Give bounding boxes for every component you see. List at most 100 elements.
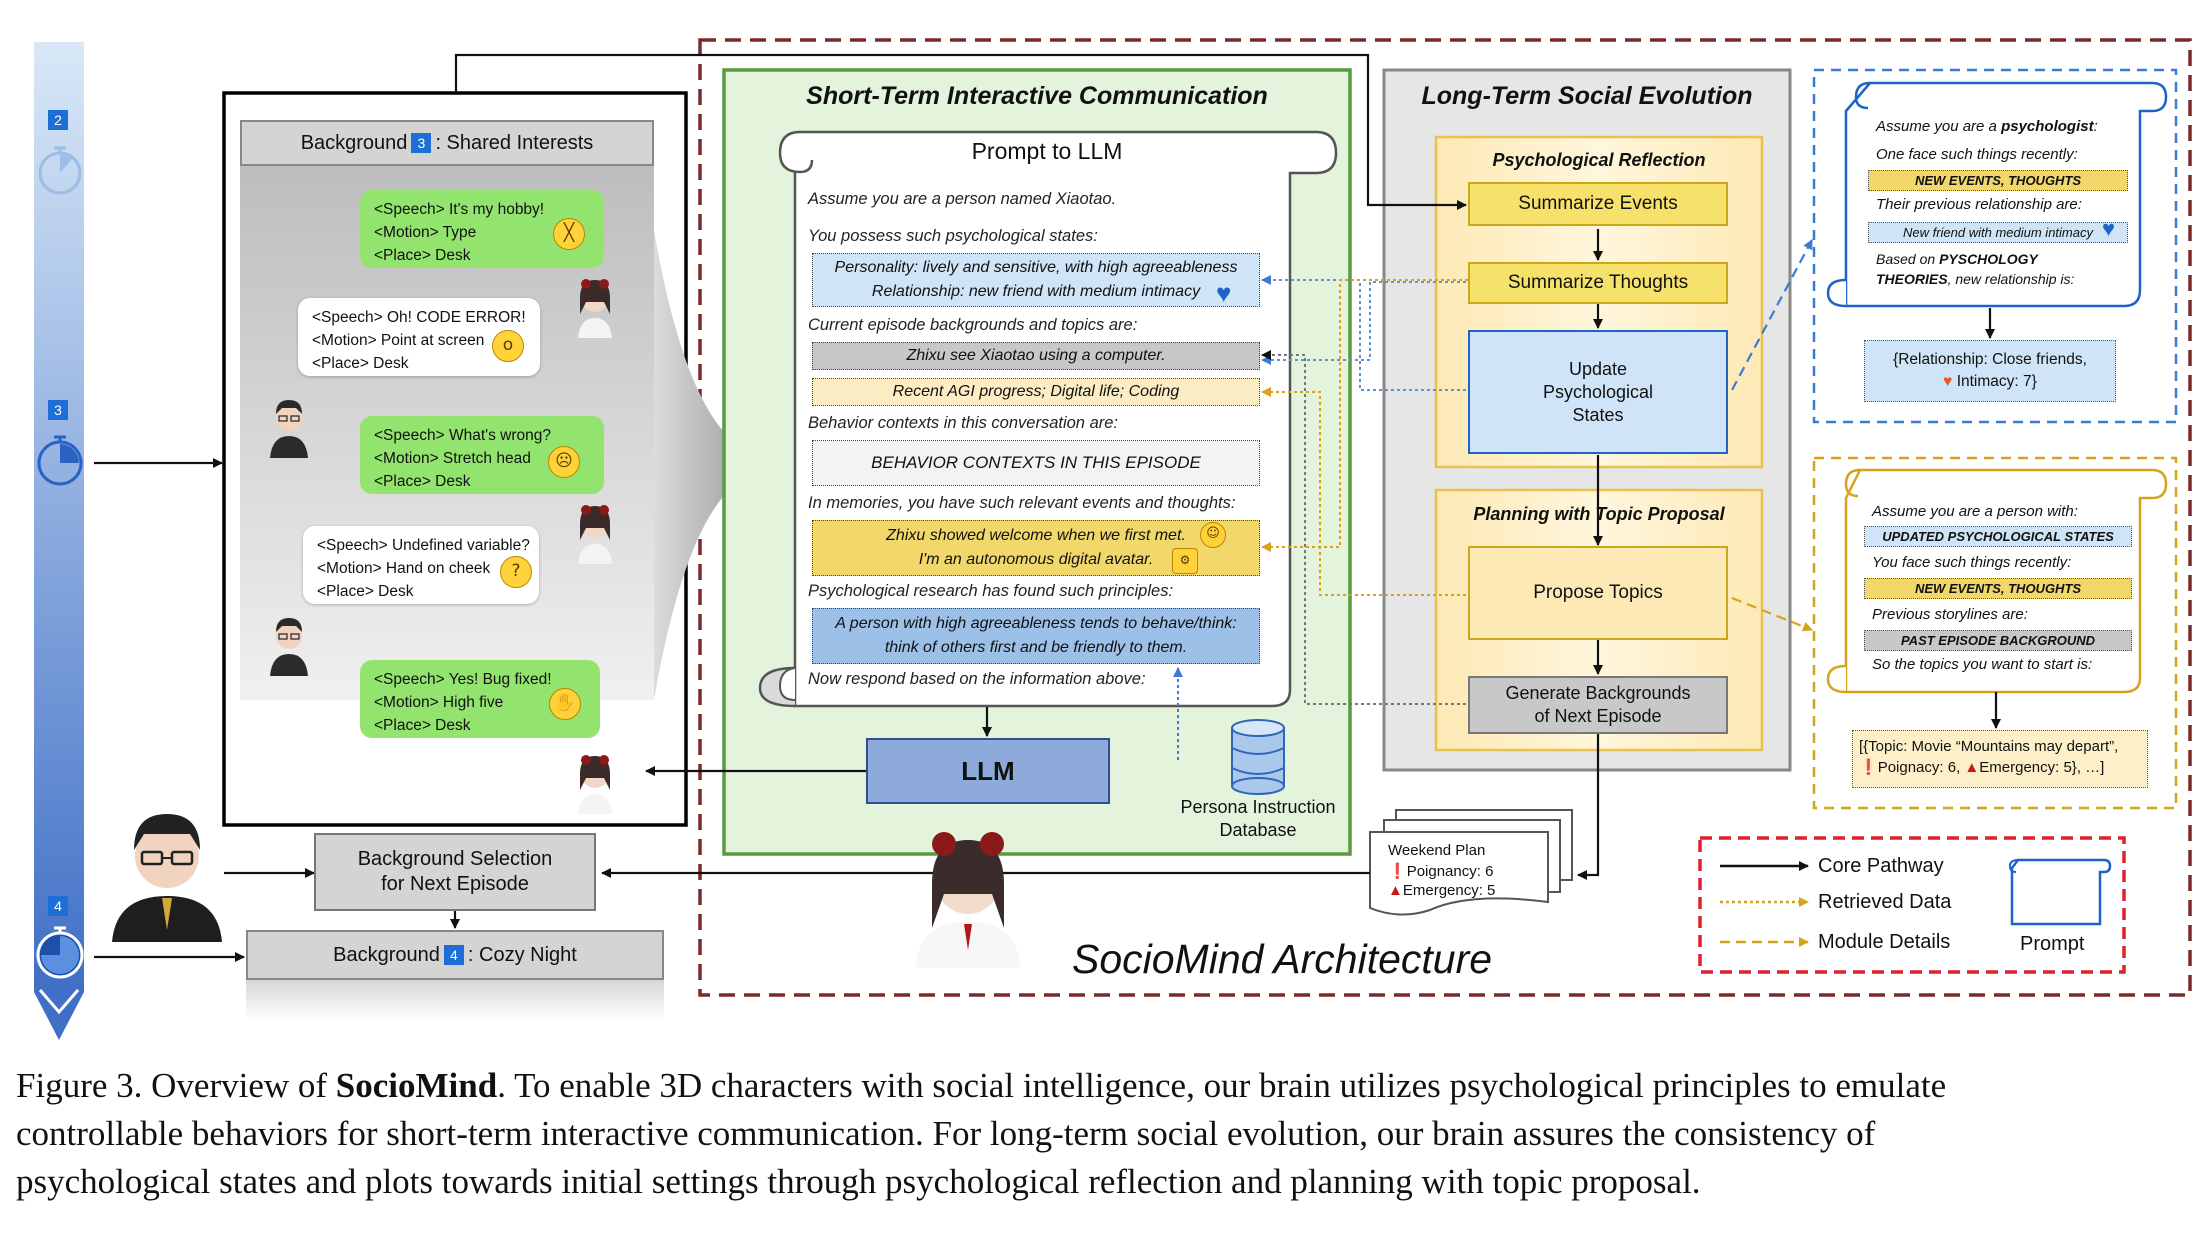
previous-relationship-slot: New friend with medium intimacy (1868, 222, 2128, 243)
hugging-emoji-icon: ☺ (1200, 522, 1226, 548)
intimacy-output-text: Intimacy: 7} (1956, 373, 2037, 390)
prompt-line: Current episode backgrounds and topics a… (808, 316, 1138, 334)
summarize-events-box: Summarize Events (1468, 182, 1728, 226)
next-episode-header: Background 4 : Cozy Night (246, 930, 664, 980)
heart-icon: ♥ (1943, 373, 1953, 390)
poignancy-output-text: Poignacy: 6, (1877, 759, 1965, 776)
episode-header-prefix: Background (300, 131, 408, 154)
prompt-line: Psychological research has found such pr… (808, 582, 1174, 600)
legend-prompt-label: Prompt (2020, 933, 2085, 955)
heart-icon: ♥ (2102, 216, 2116, 241)
siren-icon: ▲ (1964, 759, 1980, 776)
caption-text: Figure 3. Overview of (16, 1066, 336, 1105)
grinning-squint-emoji-icon: ╳ (553, 218, 585, 250)
prompt-text: Assume you are a (1876, 118, 2002, 135)
summarize-thoughts-box: Summarize Thoughts (1468, 262, 1728, 304)
stopwatch-icon (36, 926, 84, 979)
thinking-emoji-icon: ? (500, 556, 532, 588)
speech-text: <Speech> Yes! Bug fixed! (374, 671, 552, 688)
worried-emoji-icon: ☹ (548, 446, 580, 478)
robot-emoji-icon: ⚙ (1172, 548, 1198, 574)
dialogue-bubble: <Speech> What's wrong? <Motion> Stretch … (360, 416, 604, 494)
stopwatch-icon (38, 146, 82, 195)
database-icon (1231, 719, 1285, 795)
planning-output-box: [{Topic: Movie “Mountains may depart”, ❗… (1852, 730, 2148, 788)
weekend-plan-title: Weekend Plan (1388, 842, 1486, 859)
planning-prompt-line: Assume you are a person with: (1872, 503, 2078, 520)
prompt-line: Assume you are a person named Xiaotao. (808, 190, 1117, 208)
principles-slot: A person with high agreeableness tends t… (812, 608, 1260, 664)
legend-retrieved-label: Retrieved Data (1818, 891, 1952, 913)
siren-icon: ▲ (1388, 882, 1403, 899)
dialogue-bubble: <Speech> Oh! CODE ERROR! <Motion> Point … (298, 298, 540, 376)
memories-slot: Zhixu showed welcome when we first met. … (812, 520, 1260, 576)
background-selection-box: Background Selection for Next Episode (314, 833, 596, 911)
speech-text: <Speech> It's my hobby! (374, 201, 545, 218)
reflection-prompt-line: Based on PYSCHOLOGY (1876, 251, 2038, 267)
caption-line-3: psychological states and plots towards i… (16, 1162, 1701, 1201)
poignancy-icon: ❗ (1388, 863, 1407, 880)
emergency-row: ▲Emergency: 5 (1388, 882, 1495, 899)
xiaotao-avatar (578, 505, 612, 564)
planning-prompt-line: So the topics you want to start is: (1872, 656, 2093, 673)
relationship-text: Relationship: new friend with medium int… (871, 283, 1201, 300)
place-text: <Place> Desk (317, 583, 414, 600)
speech-text: <Speech> Undefined variable? (317, 537, 530, 554)
reflection-title: Psychological Reflection (1492, 150, 1706, 170)
new-events-slot: NEW EVENTS, THOUGHTS (1868, 170, 2128, 191)
episode-header-suffix: : Shared Interests (435, 131, 594, 154)
behavior-contexts-slot: BEHAVIOR CONTEXTS IN THIS EPISODE (812, 440, 1260, 486)
reflection-output-box: {Relationship: Close friends, ♥ Intimacy… (1864, 340, 2116, 402)
psych-states-slot: Personality: lively and sensitive, with … (812, 253, 1260, 307)
motion-text: <Motion> Hand on cheek (317, 560, 491, 577)
motion-text: <Motion> Point at screen (312, 332, 485, 349)
caption-line-2: controllable behaviors for short-term in… (16, 1114, 1876, 1153)
prompt-text-bold: psychologist (2001, 118, 2094, 135)
personality-text: Personality: lively and sensitive, with … (834, 259, 1238, 276)
dialogue-bubble: <Speech> Undefined variable? <Motion> Ha… (303, 526, 539, 604)
planning-prompt-line: You face such things recently: (1872, 554, 2072, 571)
dialogue-bubble: <Speech> Yes! Bug fixed! <Motion> High f… (360, 660, 600, 738)
short-term-title: Short-Term Interactive Communication (806, 82, 1268, 110)
caption-line-1: Figure 3. Overview of SocioMind. To enab… (16, 1066, 1946, 1106)
topics-slot: Recent AGI progress; Digital life; Codin… (812, 378, 1260, 406)
timeline-bar (34, 42, 84, 1040)
topic-scores-row: ❗Poignacy: 6, ▲Emergency: 5}, …] (1859, 757, 2141, 778)
episode-background-slot: Zhixu see Xiaotao using a computer. (812, 342, 1260, 370)
planning-prompt-line: Previous storylines are: (1872, 606, 2028, 623)
architecture-label: SocioMind Architecture (1072, 936, 1493, 982)
speech-text: <Speech> What's wrong? (374, 427, 552, 444)
next-episode-number-badge: 4 (443, 945, 464, 965)
zhixu-avatar (270, 618, 308, 676)
propose-topics-box: Propose Topics (1468, 546, 1728, 640)
zhixu-large-avatar (112, 814, 222, 942)
xiaotao-large-avatar (916, 832, 1020, 968)
long-term-title: Long-Term Social Evolution (1421, 82, 1753, 110)
past-background-slot: PAST EPISODE BACKGROUND (1864, 630, 2132, 651)
poignancy-text: Poignancy: 6 (1406, 863, 1494, 880)
place-text: <Place> Desk (312, 355, 409, 372)
persona-database-label: Persona Instruction Database (1180, 797, 1336, 840)
principle-text: A person with high agreeableness tends t… (835, 615, 1237, 632)
memory-text: I'm an autonomous digital avatar. (918, 551, 1154, 568)
legend-module-label: Module Details (1818, 931, 1951, 953)
episode-number-badge: 3 (411, 133, 432, 153)
poignancy-icon: ❗ (1859, 759, 1878, 776)
prompt-line: Now respond based on the information abo… (808, 670, 1146, 688)
heart-icon: ♥ (1216, 278, 1232, 308)
memory-text: Zhixu showed welcome when we first met. (886, 527, 1186, 544)
xiaotao-avatar (578, 755, 612, 814)
legend-prompt-icon (2008, 858, 2112, 926)
reflection-prompt-line: Their previous relationship are: (1876, 196, 2082, 213)
generate-backgrounds-box: Generate Backgrounds of Next Episode (1468, 676, 1728, 734)
episode-header: Background 3 : Shared Interests (240, 120, 654, 166)
next-episode-suffix: : Cozy Night (467, 943, 577, 966)
motion-text: <Motion> High five (374, 694, 504, 711)
relationship-output-text: {Relationship: Close friends, (1893, 351, 2087, 368)
prompt-text: Based on (1876, 251, 1940, 267)
llm-box: LLM (866, 738, 1110, 804)
prompt-line: In memories, you have such relevant even… (808, 494, 1236, 512)
caption-text: . To enable 3D characters with social in… (497, 1066, 1947, 1105)
prompt-line: You possess such psychological states: (808, 227, 1098, 245)
timeline-marker-4: 4 (48, 896, 68, 916)
